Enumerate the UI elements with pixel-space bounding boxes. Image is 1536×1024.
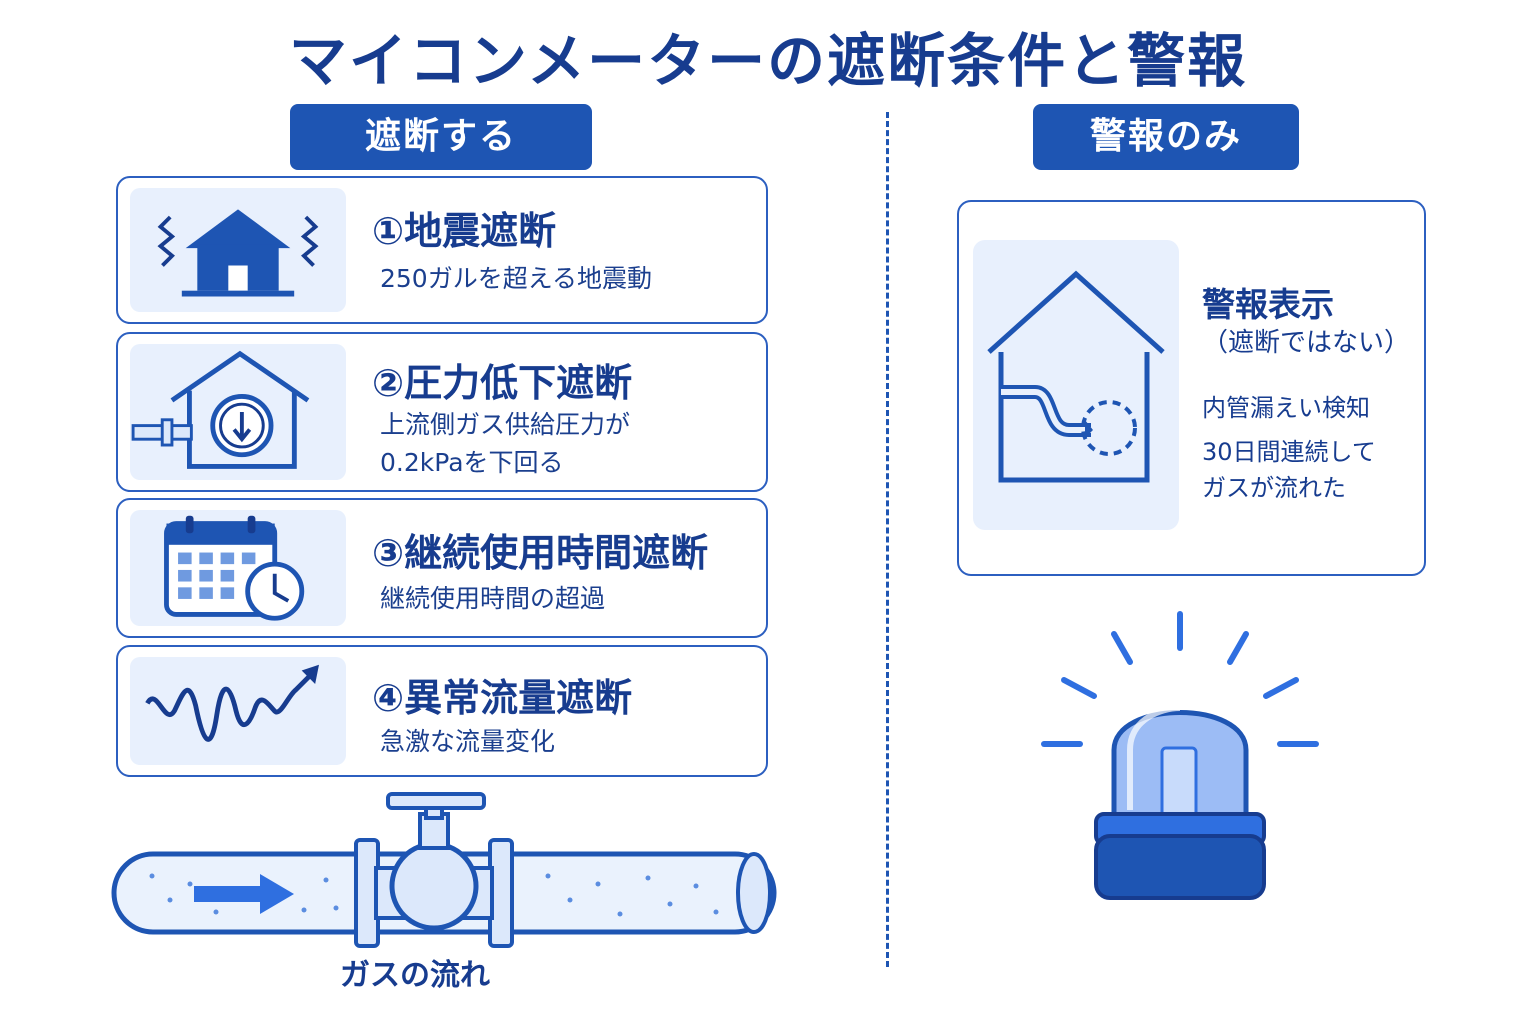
card-title: ③継続使用時間遮断 [372, 531, 709, 575]
shutoff-card-earthquake: ①地震遮断 250ガルを超える地震動 [116, 176, 768, 324]
shutoff-card-pressure: ②圧力低下遮断 上流側ガス供給圧力が 0.2kPaを下回る [116, 332, 768, 492]
card-title: ②圧力低下遮断 [372, 361, 633, 405]
section-label-shutoff: 遮断する [290, 104, 592, 170]
card-title: ①地震遮断 [372, 209, 557, 253]
alarm-card: 警報表示 （遮断ではない） 内管漏えい検知 30日間連続して ガスが流れた [957, 200, 1426, 576]
card-desc: 急激な流量変化 [380, 727, 556, 756]
alarm-desc-line1: 30日間連続して [1202, 438, 1376, 466]
shutoff-card-duration: ③継続使用時間遮断 継続使用時間の超過 [116, 498, 768, 638]
house-leak-icon [973, 240, 1179, 530]
alarm-desc: 内管漏えい検知 [1202, 394, 1370, 422]
alarm-title: 警報表示 [1202, 285, 1334, 324]
alarm-desc-detail: 30日間連続して ガスが流れた [1202, 434, 1376, 506]
warning-lamp-icon [1041, 611, 1319, 900]
card-desc-line1: 上流側ガス供給圧力が [380, 410, 631, 439]
calendar-clock-icon [130, 510, 346, 626]
alarm-desc-line2: ガスが流れた [1202, 474, 1346, 502]
card-desc: 継続使用時間の超過 [380, 584, 606, 613]
shutoff-card-abnormal-flow: ④異常流量遮断 急激な流量変化 [116, 645, 768, 777]
pressure-drop-icon [130, 344, 346, 480]
earthquake-house-icon [130, 188, 346, 312]
card-desc: 250ガルを超える地震動 [380, 264, 652, 293]
alarm-subtitle: （遮断ではない） [1202, 328, 1411, 358]
card-desc-line2: 0.2kPaを下回る [380, 448, 564, 477]
surge-wave-icon [130, 657, 346, 765]
gas-pipe-valve-icon [111, 792, 777, 948]
card-title: ④異常流量遮断 [372, 676, 633, 720]
pipe-label: ガスの流れ [340, 958, 490, 993]
page-title: マイコンメーターの遮断条件と警報 [288, 27, 1248, 95]
section-label-alarm-only: 警報のみ [1033, 104, 1299, 170]
section-divider [886, 112, 889, 967]
